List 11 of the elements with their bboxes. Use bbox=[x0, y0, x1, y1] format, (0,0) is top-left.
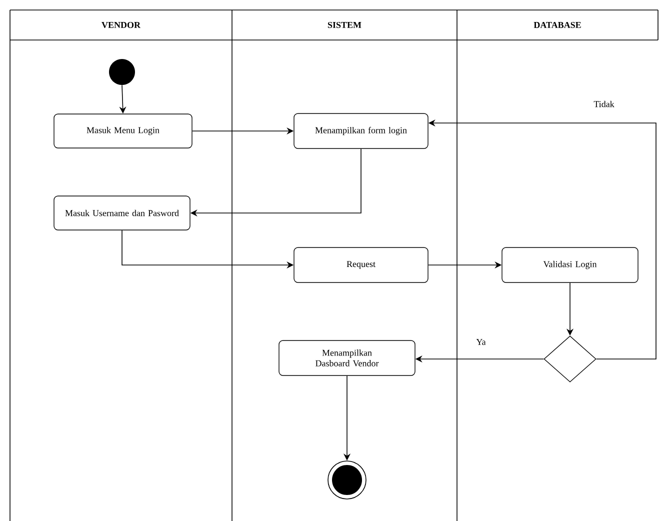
action-box: Menampilkan form login bbox=[294, 113, 428, 149]
end-node bbox=[328, 460, 366, 500]
action-box: Menampilkan Dasboard Vendor bbox=[278, 340, 416, 376]
edge-label: Tidak bbox=[592, 100, 616, 108]
action-box: Request bbox=[294, 247, 428, 283]
edge-label: Ya bbox=[475, 338, 487, 346]
decision-diamond bbox=[544, 336, 596, 382]
action-box: Masuk Menu Login bbox=[54, 114, 192, 148]
action-box: Validasi Login bbox=[502, 247, 638, 283]
start-node bbox=[109, 59, 135, 85]
action-box: Masuk Username dan Pasword bbox=[54, 196, 190, 230]
